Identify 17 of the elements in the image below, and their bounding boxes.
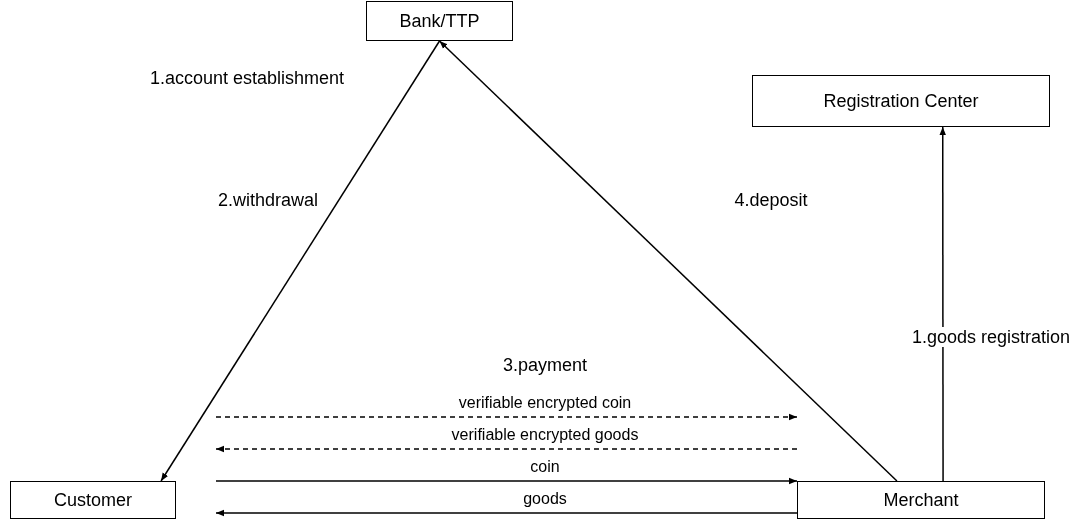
entity-box: Merchant [797,481,1045,519]
edge-label: verifiable encrypted coin [456,394,634,412]
arrow [939,126,946,482]
arrow [215,477,798,485]
arrow [215,413,798,421]
entity-box: Customer [10,481,176,519]
note-text: 1.account establishment [149,68,345,88]
note-text: 3.payment [502,355,588,375]
edge-label: goods [521,490,569,508]
arrow [160,40,441,482]
entity-box: Registration Center [752,75,1050,127]
edge-label: 4.deposit [732,190,810,210]
arrow [215,445,798,453]
edge-label: verifiable encrypted goods [449,426,641,444]
entity-box: Bank/TTP [366,1,513,41]
arrow [438,40,898,482]
arrow [215,509,798,517]
